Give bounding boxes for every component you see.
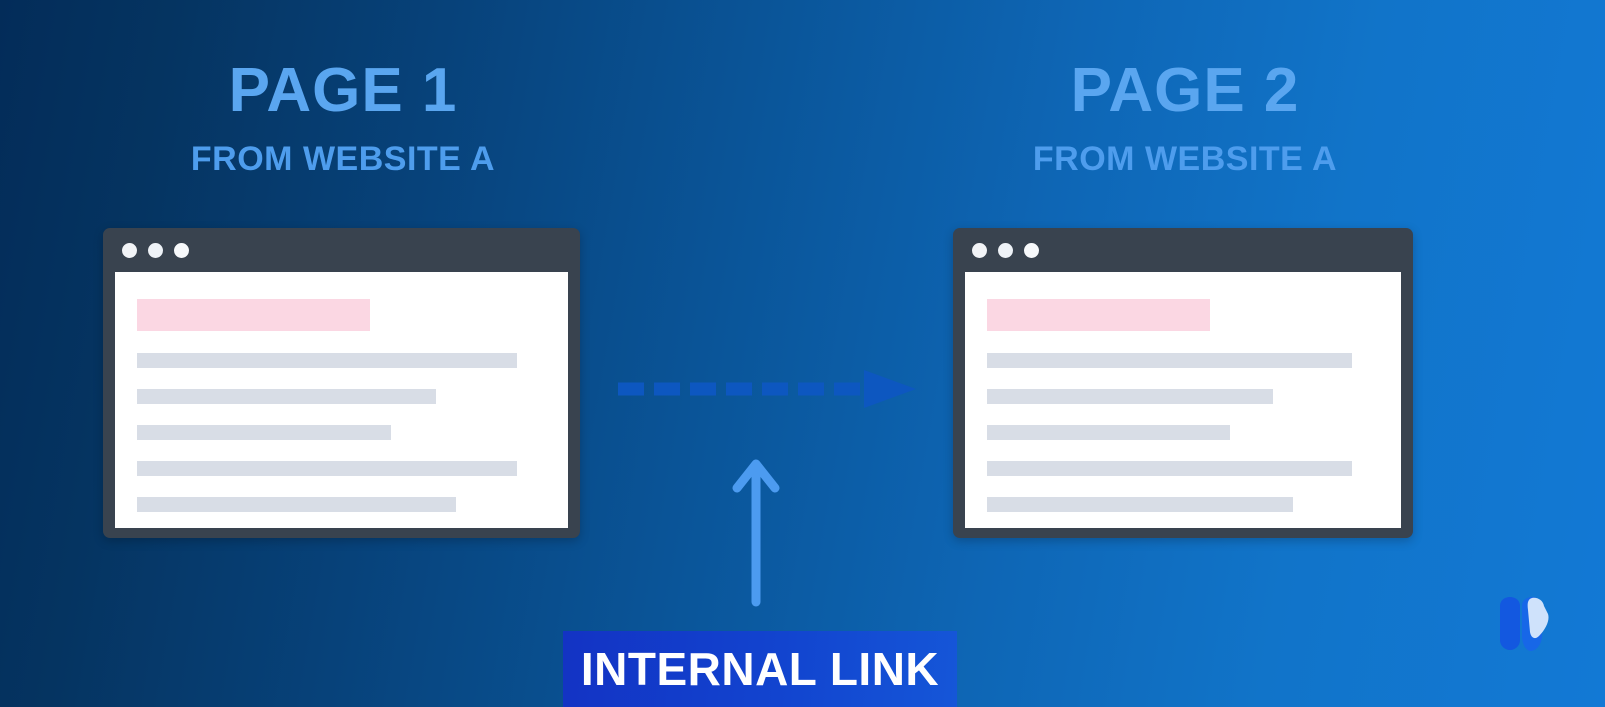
page-subtitle-left: FROM WEBSITE A (190, 140, 496, 178)
page-text-line (987, 425, 1231, 440)
page-subtitle-right: FROM WEBSITE A (1032, 140, 1338, 178)
window-dot-icon-1 (972, 242, 987, 258)
page-text-line (137, 389, 436, 404)
page-heading-placeholder (987, 299, 1211, 331)
window-dot-icon-1 (122, 242, 137, 258)
window-viewport-right (965, 272, 1401, 528)
dashed-arrow-right-icon (618, 370, 916, 408)
window-dot-icon-3 (174, 242, 189, 258)
page-heading-placeholder (137, 299, 371, 331)
window-viewport-left (115, 272, 568, 528)
page-text-line (137, 497, 457, 512)
page-text-line (137, 461, 518, 476)
brand-logo-icon (1500, 597, 1549, 651)
internal-link-badge: INTERNAL LINK (563, 631, 957, 707)
window-titlebar-right (953, 228, 1413, 272)
internal-link-badge-label: INTERNAL LINK (580, 643, 940, 695)
page-text-line (137, 425, 391, 440)
page-text-line (987, 497, 1293, 512)
window-titlebar-left (103, 228, 580, 272)
arrow-up-icon (732, 459, 780, 607)
page-text-line (987, 353, 1352, 368)
browser-window-page-1 (103, 228, 580, 538)
browser-window-page-2 (953, 228, 1413, 538)
column-heading-right: PAGE 2 FROM WEBSITE A (900, 56, 1470, 178)
page-title-left: PAGE 1 (228, 56, 458, 125)
window-dot-icon-3 (1024, 242, 1039, 258)
page-text-line (987, 389, 1274, 404)
window-dot-icon-2 (998, 242, 1013, 258)
page-title-right: PAGE 2 (1070, 56, 1300, 125)
page-text-line (987, 461, 1352, 476)
column-heading-left: PAGE 1 FROM WEBSITE A (58, 56, 628, 178)
window-dot-icon-2 (148, 242, 163, 258)
page-text-line (137, 353, 518, 368)
